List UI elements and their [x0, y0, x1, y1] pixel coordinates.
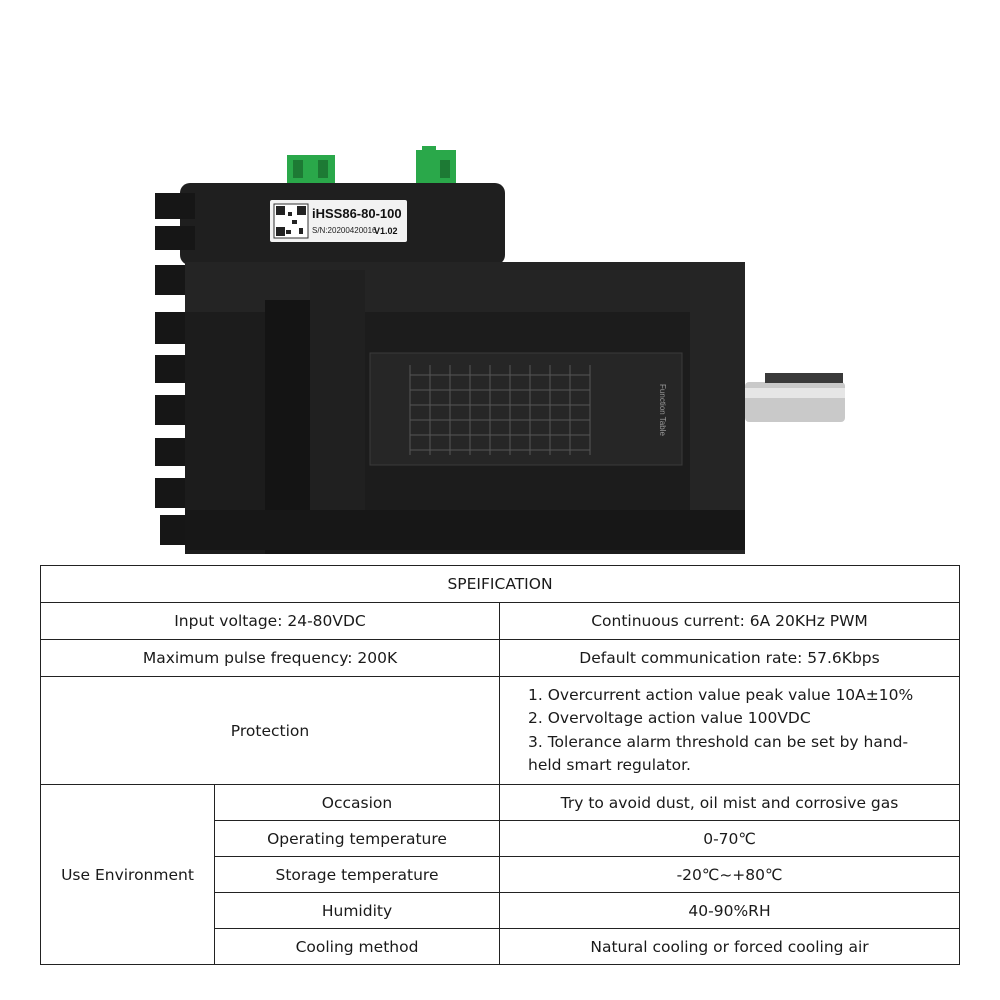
input-voltage-cell: Input voltage: 24-80VDC: [40, 602, 500, 640]
communication-rate-cell: Default communication rate: 57.6Kbps: [498, 639, 961, 677]
heatsink-fins: [155, 193, 195, 545]
env-row-name: Storage temperature: [214, 856, 500, 893]
protection-item: 1. Overcurrent action value peak value 1…: [528, 685, 914, 704]
specification-table: SPEIFICATION Input voltage: 24-80VDC Con…: [39, 565, 961, 965]
protection-label: Protection: [40, 676, 500, 785]
continuous-current-cell: Continuous current: 6A 20KHz PWM: [498, 602, 961, 640]
motor-product-image: Function Table iHSS86-80-100 S/N:2020042…: [155, 146, 845, 554]
function-table-label: Function Table: [369, 352, 683, 466]
function-table-title: Function Table: [658, 384, 667, 436]
terminal-connector-right: [416, 146, 456, 185]
version-number: V1.02: [374, 226, 398, 236]
spec-title: SPEIFICATION: [39, 565, 961, 603]
env-row-name: Occasion: [214, 784, 500, 821]
env-row-name: Cooling method: [214, 928, 500, 965]
max-pulse-frequency-cell: Maximum pulse frequency: 200K: [40, 639, 500, 677]
terminal-connector-left: [287, 155, 335, 185]
motor-shaft: [745, 373, 845, 422]
serial-number: S/N:20200420016: [312, 226, 377, 235]
protection-item: 3. Tolerance alarm threshold can be set …: [528, 732, 909, 751]
env-row-name: Operating temperature: [214, 820, 500, 857]
protection-item: 2. Overvoltage action value 100VDC: [528, 709, 811, 727]
env-row-name: Humidity: [214, 892, 500, 929]
product-nameplate: iHSS86-80-100 S/N:20200420016 V1.02: [270, 200, 407, 242]
env-row-value: Natural cooling or forced cooling air: [498, 928, 961, 965]
env-row-value: 40-90%RH: [498, 892, 961, 929]
env-row-value: -20℃~+80℃: [498, 856, 961, 893]
protection-item: held smart regulator.: [528, 756, 691, 774]
use-environment-label: Use Environment: [40, 784, 215, 965]
model-number: iHSS86-80-100: [312, 206, 402, 221]
env-row-value: 0-70℃: [498, 820, 961, 857]
protection-list: 1. Overcurrent action value peak value 1…: [498, 676, 961, 785]
env-row-value: Try to avoid dust, oil mist and corrosiv…: [498, 784, 961, 821]
